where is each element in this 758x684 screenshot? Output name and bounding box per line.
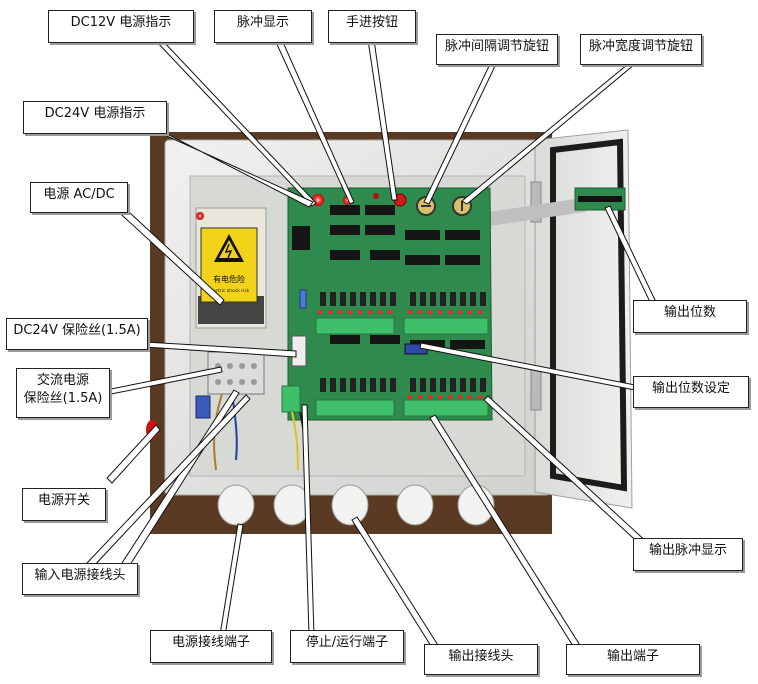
label-pulse-width-knob: 脉冲宽度调节旋钮 [580,34,702,65]
component-row-upper [320,292,486,306]
pulse-led-rows [318,310,482,399]
warning-text-en: Electric shock risk [209,288,250,294]
label-manual-button: 手进按钮 [328,10,416,43]
label-dc12v-power-indicator: DC12V 电源指示 [48,10,194,43]
label-output-count: 输出位数 [633,300,747,333]
label-ac-fuse: 交流电源 保险丝(1.5A) [16,368,110,418]
label-input-connector: 输入电源接线头 [22,563,138,595]
dc12v-led [343,195,353,205]
dip-switch [404,343,428,355]
label-dc24v-fuse: DC24V 保险丝(1.5A) [6,318,148,350]
label-dc24v-power-indicator: DC24V 电源指示 [23,101,167,134]
dc24v-fuse-holder [291,335,307,367]
ac-terminal-strip [207,351,265,395]
power-switch-knob [146,420,158,440]
label-power-terminal: 电源接线端子 [150,630,272,663]
label-pulse-display: 脉冲显示 [214,10,312,43]
terminal-blocks [281,317,489,417]
label-output-terminal: 输出端子 [566,644,700,675]
label-power-switch: 电源开关 [22,488,106,521]
pulse-led [373,193,379,199]
ribbon-cable [479,198,586,227]
power-led [196,212,204,220]
label-ac-fuse-line2: 保险丝(1.5A) [23,391,103,406]
label-power-acdc: 电源 AC/DC [30,182,128,213]
label-pulse-interval-knob: 脉冲间隔调节旋钮 [436,34,558,65]
label-output-connector: 输出接线头 [424,644,538,675]
warning-text: 有电危险 [213,274,245,284]
dc24v-led [312,194,324,206]
label-output-pulse-display: 输出脉冲显示 [633,538,743,571]
label-stop-run-terminal: 停止/运行端子 [290,630,404,663]
manual-push-button [393,193,407,207]
enclosure-door [534,129,633,509]
label-output-count-setting: 输出位数设定 [633,376,749,408]
label-ac-fuse-line1: 交流电源 [36,373,89,388]
